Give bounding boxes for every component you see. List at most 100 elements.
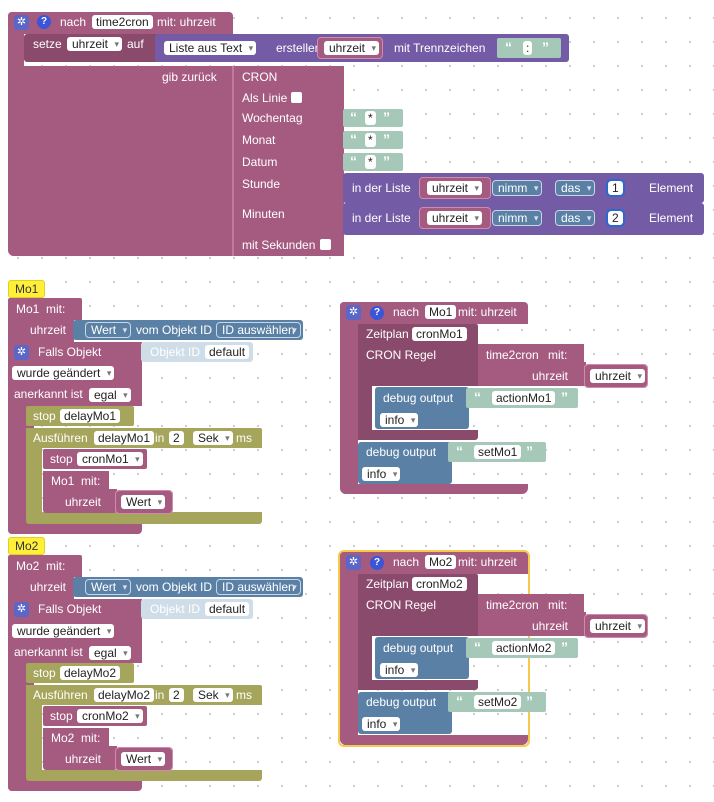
timeout-name-field[interactable]: delayMo1 — [94, 431, 155, 445]
value-var-dropdown[interactable]: Wert — [121, 495, 166, 509]
procedure-name-field[interactable]: Mo1 — [425, 305, 457, 319]
delay-name-field[interactable]: delayMo2 — [60, 666, 121, 680]
call-name: Mo2 — [16, 559, 40, 573]
close-quote-icon: ” — [383, 131, 390, 147]
unit-dropdown[interactable]: Sek — [193, 431, 233, 445]
open-quote-icon: “ — [456, 443, 463, 459]
list-var-dropdown[interactable]: uhrzeit — [324, 41, 380, 55]
log-level-dropdown[interactable]: info — [362, 717, 401, 731]
timeout-bottom — [26, 512, 262, 524]
schedule-name-field[interactable]: cronMo1 — [412, 327, 467, 341]
changed-dropdown[interactable]: wurde geändert — [12, 366, 115, 380]
call-block[interactable] — [8, 555, 82, 577]
value-attr-dropdown[interactable]: Wert — [84, 579, 132, 595]
date-field[interactable]: * — [365, 155, 376, 169]
comment-label[interactable] — [8, 537, 45, 555]
call-block[interactable] — [8, 298, 82, 320]
schedule-name-field[interactable]: cronMo2 — [412, 577, 467, 591]
position-dropdown[interactable]: das — [554, 180, 596, 196]
gear-icon[interactable]: ✲ — [14, 602, 29, 617]
call-procedure-block[interactable] — [43, 728, 109, 748]
log-level-dropdown[interactable]: info — [380, 413, 419, 427]
object-id-field[interactable]: default — [205, 345, 250, 359]
in-list-label: in der Liste — [352, 181, 411, 195]
log-level-dropdown[interactable]: info — [362, 467, 401, 481]
help-icon[interactable]: ? — [370, 556, 384, 570]
changed-dropdown[interactable]: wurde geändert — [12, 624, 115, 638]
ack-dropdown[interactable]: egal — [89, 388, 131, 402]
value-attr-dropdown[interactable]: Wert — [84, 322, 132, 338]
schedule-label: Zeitplan — [366, 577, 409, 591]
delay-value-field[interactable]: 2 — [169, 688, 184, 702]
call-param-row — [8, 318, 74, 342]
debug-text-field[interactable]: setMo2 — [474, 695, 522, 709]
separator-field[interactable]: : — [523, 41, 533, 55]
acknowledged-label: anerkannt ist — [14, 645, 83, 659]
function-call-block[interactable] — [478, 344, 584, 364]
gear-icon[interactable]: ✲ — [346, 305, 361, 320]
object-id-field[interactable]: default — [205, 602, 250, 616]
list-mode-dropdown[interactable]: Liste aus Text — [164, 41, 257, 55]
help-icon[interactable]: ? — [37, 15, 51, 29]
create-label: erstellen — [276, 41, 322, 55]
close-quote-icon: ” — [383, 109, 390, 125]
gear-icon[interactable]: ✲ — [14, 15, 29, 30]
gear-icon[interactable]: ✲ — [346, 555, 361, 570]
in-label: in — [155, 431, 165, 445]
debug-text-field[interactable]: actionMo1 — [492, 391, 556, 405]
open-quote-icon: “ — [474, 639, 481, 655]
weekday-field[interactable]: * — [365, 111, 376, 125]
select-id-button[interactable]: ID auswählen — [216, 579, 301, 595]
debug-text-field[interactable]: setMo1 — [474, 445, 522, 459]
procedure-name-field[interactable]: Mo2 — [425, 555, 457, 569]
unit-dropdown[interactable]: Sek — [193, 688, 233, 702]
procedure-params: mit: uhrzeit — [458, 305, 517, 319]
value-var-dropdown[interactable]: Wert — [121, 752, 166, 766]
list-var-dropdown[interactable]: uhrzeit — [427, 181, 483, 195]
cron-block[interactable] — [232, 66, 344, 256]
schedule-dropdown[interactable]: cronMo2 — [77, 709, 143, 723]
function-call-param-row — [478, 612, 586, 636]
select-id-button[interactable]: ID auswählen — [216, 322, 301, 338]
call-mit-label: mit: — [81, 474, 101, 488]
take-dropdown[interactable]: nimm — [491, 210, 543, 226]
index-field[interactable]: 1 — [606, 179, 625, 197]
schedule-bottom — [358, 430, 478, 440]
with-seconds-checkbox[interactable] — [320, 239, 331, 250]
function-call-block[interactable] — [478, 594, 584, 614]
debug-text-field[interactable]: actionMo2 — [492, 641, 556, 655]
help-icon[interactable]: ? — [370, 306, 384, 320]
position-dropdown[interactable]: das — [554, 210, 596, 226]
log-level-dropdown[interactable]: info — [380, 663, 419, 677]
on-change-bottom — [8, 778, 142, 791]
take-dropdown[interactable]: nimm — [491, 180, 543, 196]
as-line-checkbox[interactable] — [291, 92, 302, 103]
timeout-name-field[interactable]: delayMo2 — [94, 688, 155, 702]
acknowledged-label: anerkannt ist — [14, 387, 83, 401]
param-var-dropdown[interactable]: uhrzeit — [590, 369, 646, 383]
list-var-dropdown[interactable]: uhrzeit — [427, 211, 483, 225]
schedule-bottom — [358, 680, 478, 690]
date-label: Datum — [242, 155, 278, 169]
as-line-label: Als Linie — [242, 91, 288, 105]
ms-label: ms — [236, 431, 252, 445]
function-call-name: time2cron — [486, 598, 539, 612]
close-quote-icon: ” — [526, 443, 533, 459]
procedure-bottom — [340, 735, 528, 745]
cron-rule-label: CRON Regel — [366, 598, 437, 612]
gear-icon[interactable]: ✲ — [14, 345, 29, 360]
comment-label[interactable] — [8, 280, 45, 298]
close-quote-icon: ” — [561, 639, 568, 655]
procedure-name-field[interactable]: time2cron — [92, 15, 153, 29]
procedure-params: mit: uhrzeit — [157, 15, 216, 29]
delay-value-field[interactable]: 2 — [169, 431, 184, 445]
schedule-dropdown[interactable]: cronMo1 — [77, 452, 143, 466]
cron-label: CRON — [242, 70, 278, 84]
delay-name-field[interactable]: delayMo1 — [60, 409, 121, 423]
set-variable-dropdown[interactable]: uhrzeit — [67, 37, 123, 51]
month-field[interactable]: * — [365, 133, 376, 147]
param-var-dropdown[interactable]: uhrzeit — [590, 619, 646, 633]
ack-dropdown[interactable]: egal — [89, 646, 131, 660]
call-procedure-block[interactable] — [43, 471, 109, 491]
index-field[interactable]: 2 — [606, 209, 625, 227]
